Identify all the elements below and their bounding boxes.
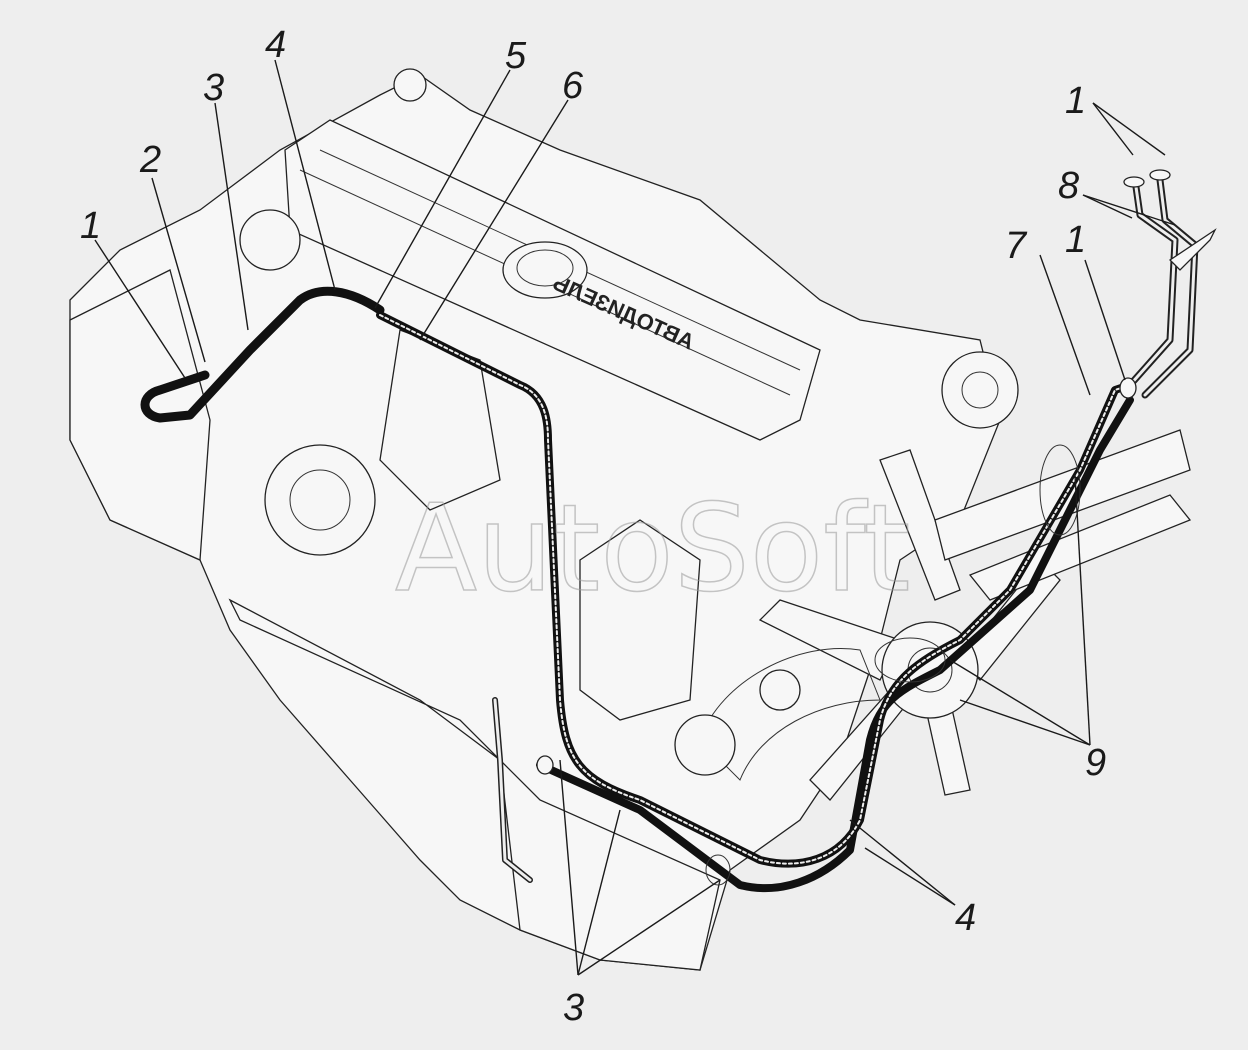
callout-1-left: 1 — [80, 205, 101, 247]
callout-2: 2 — [139, 139, 161, 181]
watermark: AutoSoft — [395, 480, 910, 619]
clamp — [1119, 377, 1137, 399]
callout-8: 8 — [1058, 165, 1079, 207]
callout-labels: 1 2 3 4 5 6 1 8 7 1 9 4 3 — [80, 24, 1106, 1029]
callout-4-bottom: 4 — [955, 897, 976, 939]
callout-6: 6 — [562, 65, 584, 107]
alternator — [941, 351, 1019, 429]
callout-3-top: 3 — [203, 67, 224, 109]
callout-4-top: 4 — [265, 24, 286, 66]
clamp-ring — [1039, 444, 1081, 536]
callout-3-bottom: 3 — [563, 987, 584, 1029]
hose-return-line — [536, 396, 1134, 892]
fan-assembly — [674, 449, 1061, 801]
pipe-upper — [1126, 176, 1179, 389]
clamp-ring — [874, 637, 946, 683]
lifting-eye — [393, 68, 427, 102]
turbocharger — [264, 444, 376, 556]
hose-routing — [140, 169, 1217, 892]
callout-9: 9 — [1085, 742, 1106, 784]
callout-7: 7 — [1005, 225, 1028, 267]
callout-1-right: 1 — [1065, 219, 1086, 261]
hose-left-loop — [140, 286, 385, 423]
leader-lines — [94, 59, 1176, 976]
callout-1-top-right: 1 — [1065, 80, 1086, 122]
pulley — [674, 714, 736, 776]
callout-5: 5 — [505, 35, 527, 77]
